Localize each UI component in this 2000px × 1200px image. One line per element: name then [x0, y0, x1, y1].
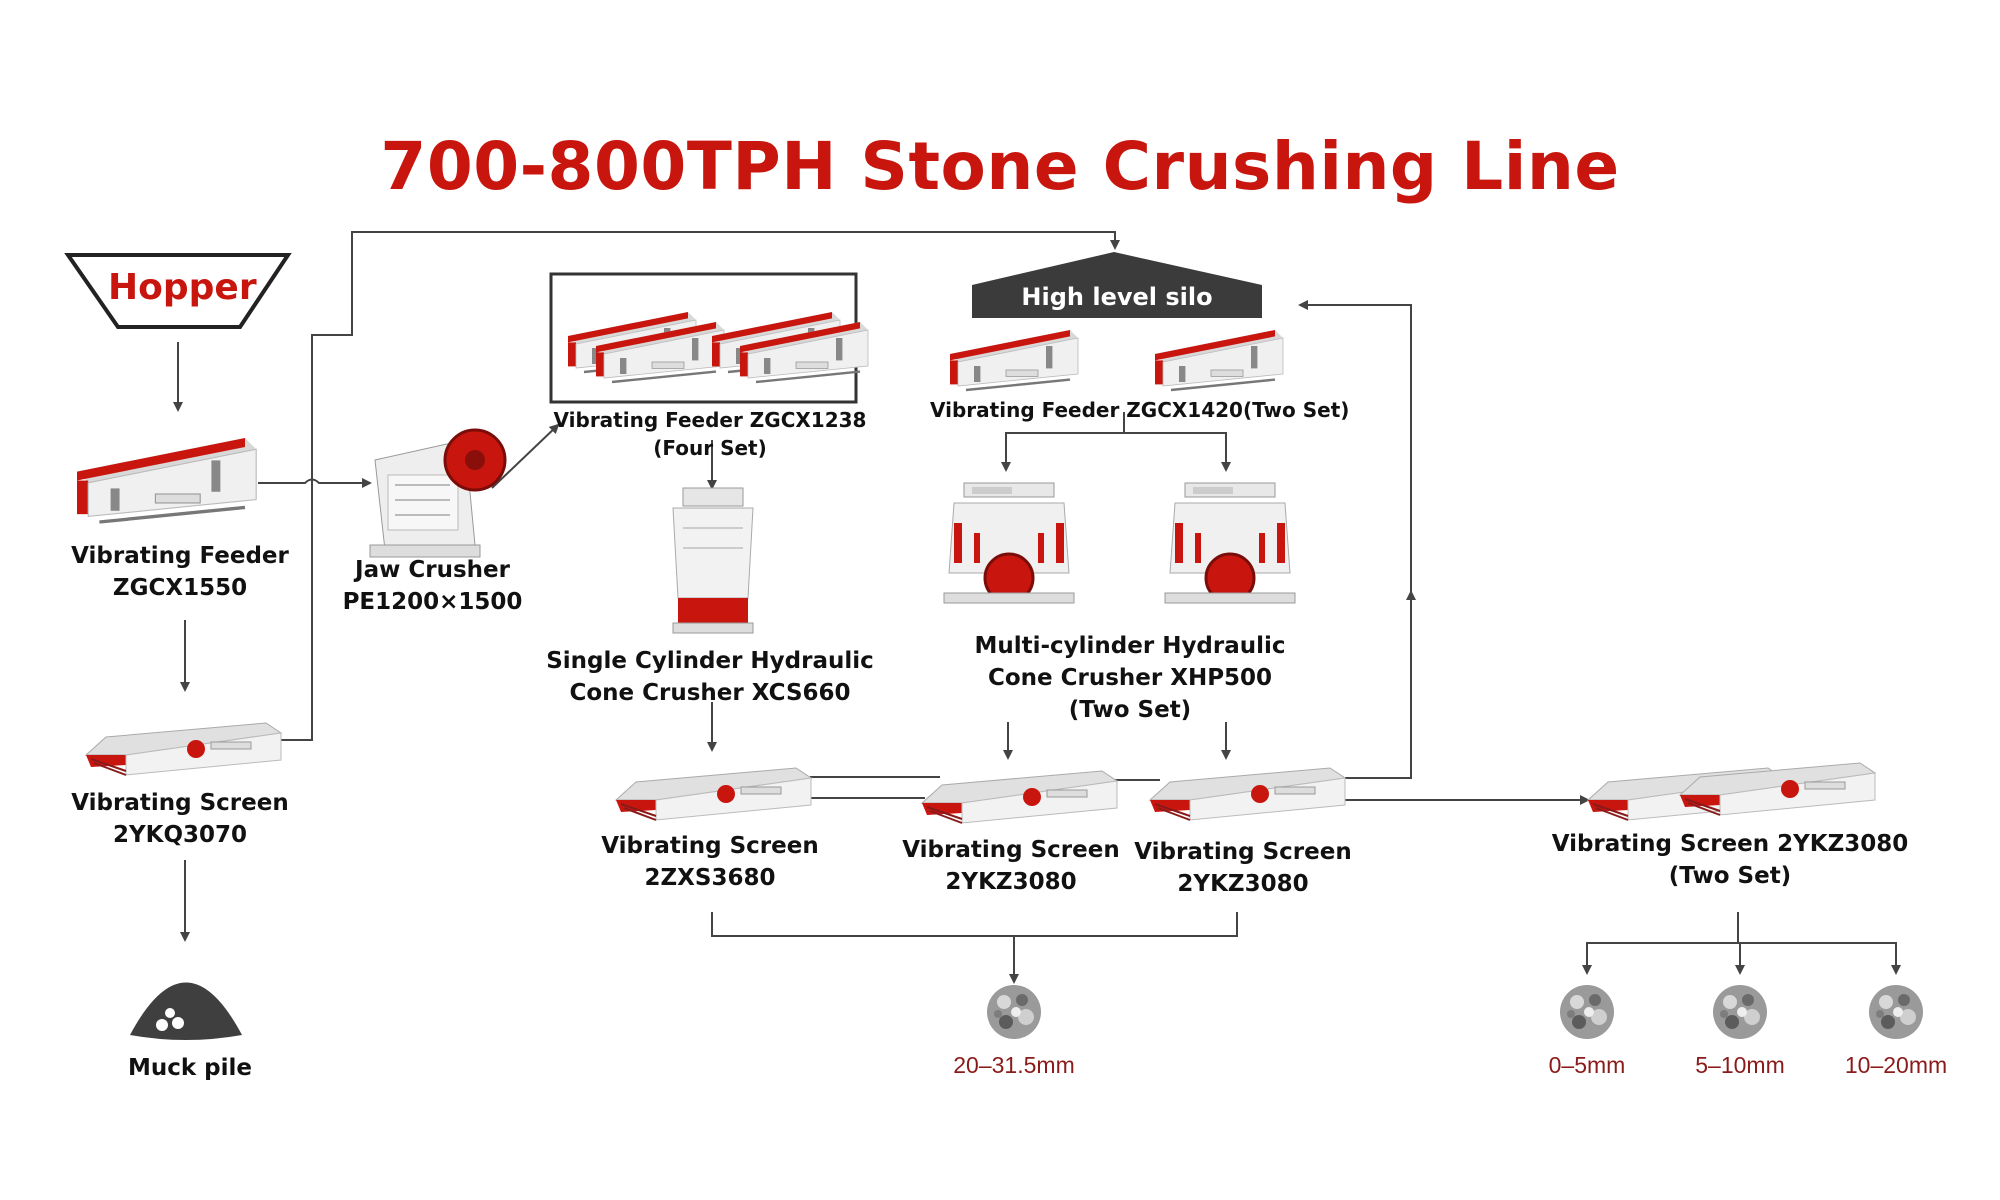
screenD-label-line1: Vibrating Screen 2YKZ3080	[1551, 831, 1909, 857]
screenD-label: Vibrating Screen 2YKZ3080 (Two Set)	[1550, 828, 1910, 892]
screenA-label: Vibrating Screen 2ZXS3680	[575, 830, 845, 894]
screen1-image	[85, 722, 282, 776]
product-rock-20-31	[987, 985, 1041, 1039]
cone2-label-line2: Cone Crusher XHP500	[987, 665, 1273, 691]
feeder1-image	[75, 436, 258, 524]
muck-pile-image	[130, 982, 242, 1040]
cone2-image-b	[1163, 481, 1297, 605]
cone2-label-line3: (Two Set)	[1068, 697, 1192, 723]
cone2-image-a	[942, 481, 1076, 605]
hopper-shape	[64, 253, 292, 329]
product-rock-0-5	[1560, 985, 1614, 1039]
screenB-label-line1: Vibrating Screen	[902, 837, 1120, 863]
feeder2-label: Vibrating Feeder ZGCX1238 (Four Set)	[540, 406, 880, 462]
product-label-10-20: 10–20mm	[1844, 1052, 1948, 1078]
product-rock-5-10	[1713, 985, 1767, 1039]
feeder1-label-line2: ZGCX1550	[112, 575, 248, 601]
screenC-image	[1149, 767, 1346, 821]
screenA-image	[615, 767, 812, 821]
cone1-label: Single Cylinder Hydraulic Cone Crusher X…	[535, 645, 885, 709]
feeder2-label-line1: Vibrating Feeder ZGCX1238	[553, 408, 867, 432]
screenC-label: Vibrating Screen 2YKZ3080	[1108, 836, 1378, 900]
silo-shape	[972, 252, 1262, 318]
screen1-label-line1: Vibrating Screen	[71, 790, 289, 816]
screenD-image-b	[1679, 762, 1876, 816]
product-rock-10-20	[1869, 985, 1923, 1039]
hopper-label: Hopper	[108, 267, 257, 308]
screenD-label-line2: (Two Set)	[1668, 863, 1792, 889]
muck-label: Muck pile	[127, 1055, 253, 1081]
cone1-label-line2: Cone Crusher XCS660	[569, 680, 851, 706]
cone2-label: Multi-cylinder Hydraulic Cone Crusher XH…	[965, 630, 1295, 726]
screenA-label-line1: Vibrating Screen	[601, 833, 819, 859]
jaw-label-line1: Jaw Crusher	[355, 557, 510, 583]
feeder3-image-a	[948, 328, 1080, 392]
silo-label: High level silo	[1021, 283, 1213, 311]
cone1-label-line1: Single Cylinder Hydraulic	[546, 648, 874, 674]
jaw-label-line2: PE1200×1500	[342, 589, 523, 615]
feeder3-image-b	[1153, 328, 1285, 392]
product-label-0-5: 0–5mm	[1548, 1052, 1626, 1078]
cone1-image	[672, 487, 754, 634]
cone2-label-line1: Multi-cylinder Hydraulic	[974, 633, 1286, 659]
feeder2-label-line2: (Four Set)	[653, 436, 767, 460]
screen1-label-line2: 2YKQ3070	[112, 822, 248, 848]
jaw-label: Jaw Crusher PE1200×1500	[320, 554, 545, 618]
jaw-crusher-image	[369, 428, 507, 558]
screenA-label-line2: 2ZXS3680	[644, 865, 776, 891]
screenB-label-line2: 2YKZ3080	[945, 869, 1077, 895]
product-label-5-10: 5–10mm	[1695, 1052, 1785, 1078]
feeder1-label-line1: Vibrating Feeder	[71, 543, 289, 569]
feeder3-label: Vibrating Feeder ZGCX1420(Two Set)	[930, 398, 1350, 422]
screenC-label-line1: Vibrating Screen	[1134, 839, 1352, 865]
page-title: 700-800TPH Stone Crushing Line	[380, 128, 1620, 205]
screenB-image	[921, 770, 1118, 824]
feeder1-label: Vibrating Feeder ZGCX1550	[40, 540, 320, 604]
screen1-label: Vibrating Screen 2YKQ3070	[40, 787, 320, 851]
product-label-20-31: 20–31.5mm	[953, 1052, 1075, 1078]
screenB-label: Vibrating Screen 2YKZ3080	[876, 834, 1146, 898]
screenC-label-line2: 2YKZ3080	[1177, 871, 1309, 897]
flow-lines	[173, 231, 1901, 984]
